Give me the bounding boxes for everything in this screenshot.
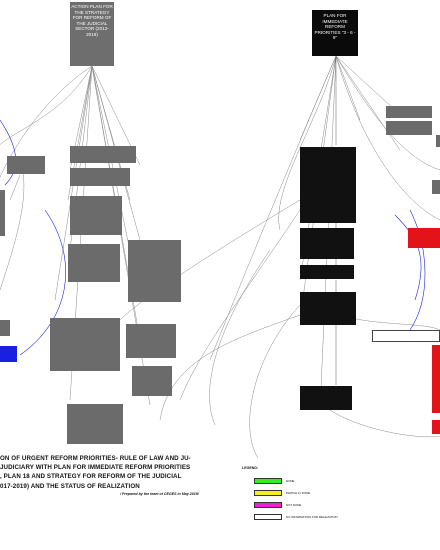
node-grey[interactable]	[50, 318, 120, 371]
node-grey-edge[interactable]	[0, 320, 10, 336]
node-red-edge[interactable]	[432, 420, 440, 434]
legend-item-partially-done: PARTIALLY DONE	[254, 490, 414, 497]
node-grey[interactable]	[126, 324, 176, 358]
node-grey-edge[interactable]	[436, 135, 440, 147]
node-grey[interactable]	[67, 404, 123, 444]
node-blue-edge[interactable]	[0, 346, 17, 362]
node-red-edge[interactable]	[408, 228, 440, 248]
node-white[interactable]	[372, 330, 440, 342]
legend-swatch	[254, 514, 282, 520]
node-plan-369[interactable]: PLAN FOR IMMEDIATE REFORM PRIORITIES "3 …	[312, 10, 358, 56]
legend-title: LEGEND:	[242, 466, 259, 470]
node-grey[interactable]	[128, 240, 181, 302]
node-plan-2012-2019-label: ACTION PLAN FOR THE STRATEGY FOR REFORM …	[71, 4, 113, 37]
legend-item-done: DONE	[254, 478, 414, 485]
legend-swatch	[254, 478, 282, 484]
node-grey[interactable]	[132, 366, 172, 396]
node-black[interactable]	[300, 265, 354, 279]
page-title-line: , PLAN 18 AND STRATEGY FOR REFORM OF THE…	[0, 473, 182, 481]
node-grey-edge[interactable]	[0, 190, 5, 236]
legend-label: NO INFORMATION FOR REALIZATION	[286, 515, 338, 519]
node-grey[interactable]	[70, 146, 136, 163]
node-grey[interactable]	[386, 106, 432, 118]
node-black[interactable]	[300, 147, 356, 223]
legend-label: NOT DONE	[286, 503, 302, 507]
node-grey[interactable]	[386, 121, 432, 135]
node-grey[interactable]	[70, 168, 130, 186]
legend-item-no-information: NO INFORMATION FOR REALIZATION	[254, 514, 414, 521]
node-red-edge[interactable]	[432, 345, 440, 413]
legend-item-not-done: NOT DONE	[254, 502, 414, 509]
node-grey[interactable]	[68, 244, 120, 282]
node-plan-369-label: PLAN FOR IMMEDIATE REFORM PRIORITIES "3 …	[314, 13, 356, 41]
node-grey[interactable]	[7, 156, 45, 174]
page-title: ON OF URGENT REFORM PRIORITIES- RULE OF …	[0, 454, 210, 491]
node-black[interactable]	[300, 292, 356, 325]
node-black[interactable]	[300, 386, 352, 410]
page-title-line: JUDICIARY WITH PLAN FOR IMMEDIATE REFORM…	[0, 464, 191, 472]
page-title-line: 017-2019) AND THE STATUS OF REALIZATION	[0, 482, 140, 490]
legend-label: PARTIALLY DONE	[286, 491, 311, 495]
node-plan-2012-2019[interactable]: ACTION PLAN FOR THE STRATEGY FOR REFORM …	[70, 2, 114, 66]
legend-label: DONE	[286, 479, 295, 483]
legend-swatch	[254, 502, 282, 508]
page-title-line: ON OF URGENT REFORM PRIORITIES- RULE OF …	[0, 455, 191, 462]
node-grey-edge[interactable]	[432, 180, 440, 194]
node-grey[interactable]	[70, 196, 122, 235]
credit-note: / Prepared by the team of CEGES in May 2…	[120, 492, 199, 496]
legend-swatch	[254, 490, 282, 496]
node-black-yellow[interactable]	[300, 228, 354, 259]
